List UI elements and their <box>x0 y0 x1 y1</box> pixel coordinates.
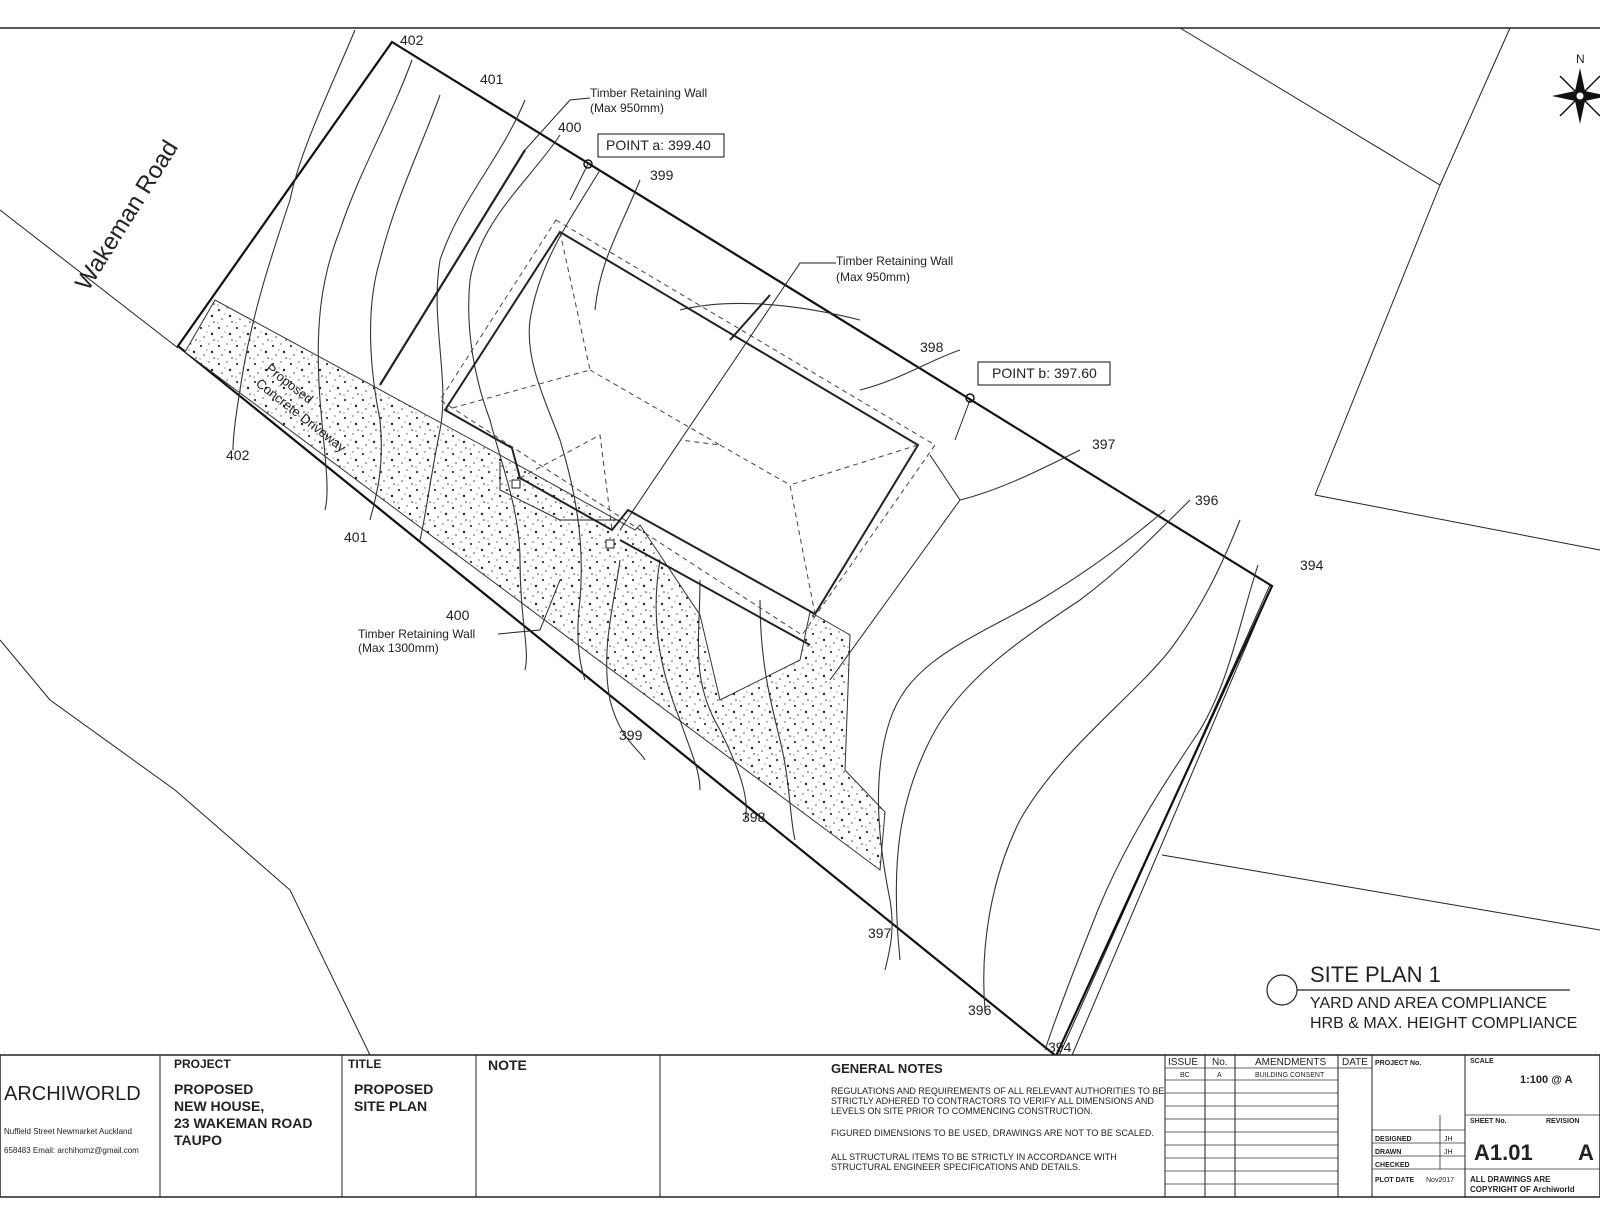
retaining-walls <box>379 149 811 646</box>
contour-label: 402 <box>226 447 250 463</box>
drawn-label: DRAWN <box>1375 1149 1401 1156</box>
point-b-box <box>977 361 1111 386</box>
project-line-3: 23 WAKEMAN ROAD <box>174 1115 312 1131</box>
project-line-4: TAUPO <box>174 1132 222 1148</box>
project-no-label: PROJECT No. <box>1375 1060 1421 1067</box>
plan-subtitle-1: YARD AND AREA COMPLIANCE <box>1310 995 1547 1012</box>
contour-label: 400 <box>446 607 470 623</box>
amend-header-amendments: AMENDMENTS <box>1255 1057 1326 1068</box>
point-a-label: POINT a: 399.40 <box>606 137 711 153</box>
contour-label: 402 <box>400 32 424 48</box>
plot-date-label: PLOT DATE <box>1375 1177 1414 1184</box>
wall-3-label-line2: (Max 1300mm) <box>358 641 439 655</box>
plan-title: SITE PLAN 1 <box>1310 962 1441 987</box>
company-address: Nuffield Street Newmarket Auckland <box>4 1127 132 1136</box>
contour-label: 398 <box>920 339 944 355</box>
contour-label: 394 <box>1300 557 1324 573</box>
contour-label: 401 <box>480 71 504 87</box>
contour-label: 396 <box>968 1002 992 1018</box>
contour-label: 400 <box>558 119 582 135</box>
neighbour-boundaries <box>0 27 1600 1061</box>
amend-text: BUILDING CONSENT <box>1255 1072 1325 1079</box>
general-note-line: ALL STRUCTURAL ITEMS TO BE STRICTLY IN A… <box>831 1152 1117 1162</box>
note-label: NOTE <box>488 1057 527 1073</box>
designed-by: JH <box>1444 1136 1453 1143</box>
north-arrow-icon <box>1552 68 1600 124</box>
general-note-line: STRICTLY ADHERED TO CONTRACTORS TO VERIF… <box>831 1096 1154 1106</box>
project-line-2: NEW HOUSE, <box>174 1098 264 1114</box>
contour-label: 399 <box>650 167 674 183</box>
title-label: TITLE <box>348 1057 381 1071</box>
point-b-label: POINT b: 397.60 <box>992 365 1097 381</box>
wall-3-label-line1: Timber Retaining Wall <box>358 627 475 641</box>
plot-date: Nov2017 <box>1426 1177 1454 1184</box>
window-marker <box>511 479 521 489</box>
contour-label: 399 <box>619 727 643 743</box>
contour-label: 401 <box>344 529 368 545</box>
leader-lines <box>497 97 971 635</box>
contour-labels: 402 401 400 399 398 397 396 394 402 401 … <box>226 32 1324 1055</box>
contour-lines <box>232 29 1259 1051</box>
plan-title-block: SITE PLAN 1 YARD AND AREA COMPLIANCE HRB… <box>1266 962 1577 1032</box>
north-label: N <box>1576 52 1585 66</box>
revision-value: A <box>1578 1140 1594 1165</box>
scale-label: SCALE <box>1470 1058 1494 1065</box>
plan-subtitle-2: HRB & MAX. HEIGHT COMPLIANCE <box>1310 1015 1577 1032</box>
point-b-marker <box>965 393 975 403</box>
drawn-by: JH <box>1444 1149 1453 1156</box>
company-contact: 658483 Email: archihomz@gmail.com <box>4 1146 139 1155</box>
amend-header-issue: ISSUE <box>1168 1057 1198 1068</box>
title-line-2: SITE PLAN <box>354 1098 427 1114</box>
general-note-line: LEVELS ON SITE PRIOR TO COMMENCING CONST… <box>831 1106 1093 1116</box>
site-boundary <box>176 40 1274 1058</box>
wall-1-label-line1: Timber Retaining Wall <box>590 86 707 100</box>
project-label: PROJECT <box>174 1057 231 1071</box>
sheet-no-label: SHEET No. <box>1470 1118 1507 1125</box>
wall-2-label-line2: (Max 950mm) <box>836 270 910 284</box>
contour-label: 398 <box>742 809 766 825</box>
point-a-box <box>597 133 725 158</box>
general-note-line: FIGURED DIMENSIONS TO BE USED, DRAWINGS … <box>831 1128 1154 1138</box>
contour-label: 396 <box>1195 492 1219 508</box>
general-notes-label: GENERAL NOTES <box>831 1061 943 1076</box>
title-line-1: PROPOSED <box>354 1081 433 1097</box>
copyright-line-1: ALL DRAWINGS ARE <box>1470 1175 1551 1184</box>
amend-no: A <box>1217 1072 1222 1079</box>
designed-label: DESIGNED <box>1375 1136 1412 1143</box>
amend-header-date: DATE <box>1342 1057 1368 1068</box>
amend-issue: BC <box>1180 1072 1190 1079</box>
copyright-line-2: COPYRIGHT OF Archiworld <box>1470 1185 1575 1194</box>
wall-1-label-line2: (Max 950mm) <box>590 101 664 115</box>
window-marker <box>605 539 615 549</box>
title-block: ARCHIWORLD Nuffield Street Newmarket Auc… <box>0 1054 1600 1198</box>
sheet-number: A1.01 <box>1474 1140 1533 1165</box>
project-line-1: PROPOSED <box>174 1081 253 1097</box>
road-name: Wakeman Road <box>70 136 184 295</box>
general-note-line: REGULATIONS AND REQUIREMENTS OF ALL RELE… <box>831 1086 1164 1096</box>
scale-value: 1:100 @ A <box>1520 1074 1573 1086</box>
point-a-marker <box>583 159 593 169</box>
company-name: ARCHIWORLD <box>4 1083 141 1105</box>
wall-2-label-line1: Timber Retaining Wall <box>836 254 953 268</box>
contour-label: 394 <box>1048 1039 1072 1055</box>
revision-label: REVISION <box>1546 1118 1579 1125</box>
amend-header-no: No. <box>1212 1057 1228 1068</box>
contour-label: 397 <box>1092 436 1116 452</box>
concrete-driveway <box>184 299 886 871</box>
general-note-line: STRUCTURAL ENGINEER SPECIFICATIONS AND D… <box>831 1162 1080 1172</box>
proposed-house <box>439 219 961 681</box>
contour-label: 397 <box>868 925 892 941</box>
checked-label: CHECKED <box>1375 1162 1410 1169</box>
